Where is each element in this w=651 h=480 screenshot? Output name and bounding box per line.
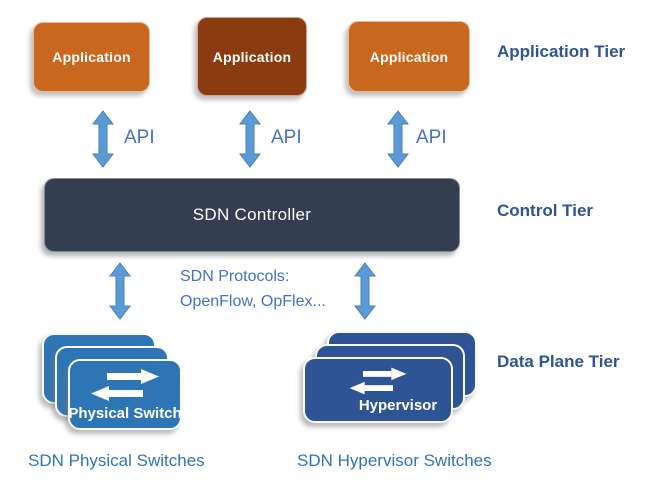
application-box-2: Application [197,17,307,96]
sdn-protocols-line1: SDN Protocols: [180,268,290,285]
hypervisor-card-front: Hypervisor [303,357,453,423]
hypervisor-card-label: Hypervisor [358,397,438,414]
application-box-3-label: Application [369,48,449,65]
double-arrow-icon [354,262,376,320]
double-arrow-icon [239,110,261,168]
application-box-3: Application [348,21,470,92]
double-arrow-icon [387,110,409,168]
data-plane-tier-label: Data Plane Tier [497,352,620,371]
double-arrow-icon [92,110,114,168]
application-box-2-label: Application [212,48,292,65]
switch-arrows-icon [349,367,407,395]
physical-switches-caption: SDN Physical Switches [28,451,205,470]
physical-switch-card-label: Physical Switch [68,405,182,422]
sdn-controller-box: SDN Controller [44,178,460,252]
api-label-2: API [271,127,302,148]
sdn-protocols-line2: OpenFlow, OpFlex... [180,293,326,310]
api-label-1: API [124,127,155,148]
application-box-1: Application [33,22,150,92]
sdn-protocols-text: SDN Protocols: OpenFlow, OpFlex... [180,264,370,314]
application-tier-label: Application Tier [497,42,626,61]
control-tier-label: Control Tier [497,201,594,220]
application-box-1-label: Application [52,49,131,65]
double-arrow-icon [109,262,131,320]
sdn-controller-label: SDN Controller [192,205,312,224]
api-label-3: API [416,127,447,148]
hypervisor-switches-caption: SDN Hypervisor Switches [297,451,492,470]
switch-arrows-icon [91,369,159,401]
physical-switch-card-front: Physical Switch [68,359,182,430]
